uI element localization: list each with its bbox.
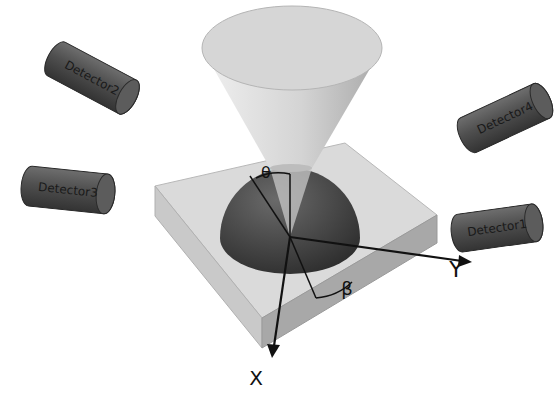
cone-tip: [270, 164, 312, 172]
angle-symbol: θ: [261, 165, 271, 181]
cone-top: [202, 6, 382, 90]
detector-cylinder: Detector2: [38, 37, 145, 119]
theta-leg: [250, 176, 290, 237]
beta-leg: [290, 237, 316, 298]
arrow-head: [267, 344, 280, 358]
x-axis: [274, 237, 290, 346]
detector-label: Detector4: [451, 79, 559, 158]
axis-label: Y: [449, 259, 462, 281]
detector-cylinder: Detector4: [451, 79, 559, 158]
detector-cylinder: Detector1: [448, 202, 547, 255]
y-axis: [290, 237, 462, 261]
detector-label: Detector1: [448, 202, 547, 255]
theta-arc: [256, 173, 290, 178]
normal-line: [289, 174, 291, 237]
axis-label: X: [249, 368, 263, 388]
detector-cylinder: Detector3: [18, 164, 118, 216]
detector-label: Detector3: [18, 164, 118, 216]
detector-label: Detector2: [38, 37, 145, 119]
beam-focus: [270, 168, 312, 237]
plate-top: [155, 143, 437, 318]
hemisphere: [220, 168, 360, 274]
angle-symbol: β: [341, 280, 353, 298]
